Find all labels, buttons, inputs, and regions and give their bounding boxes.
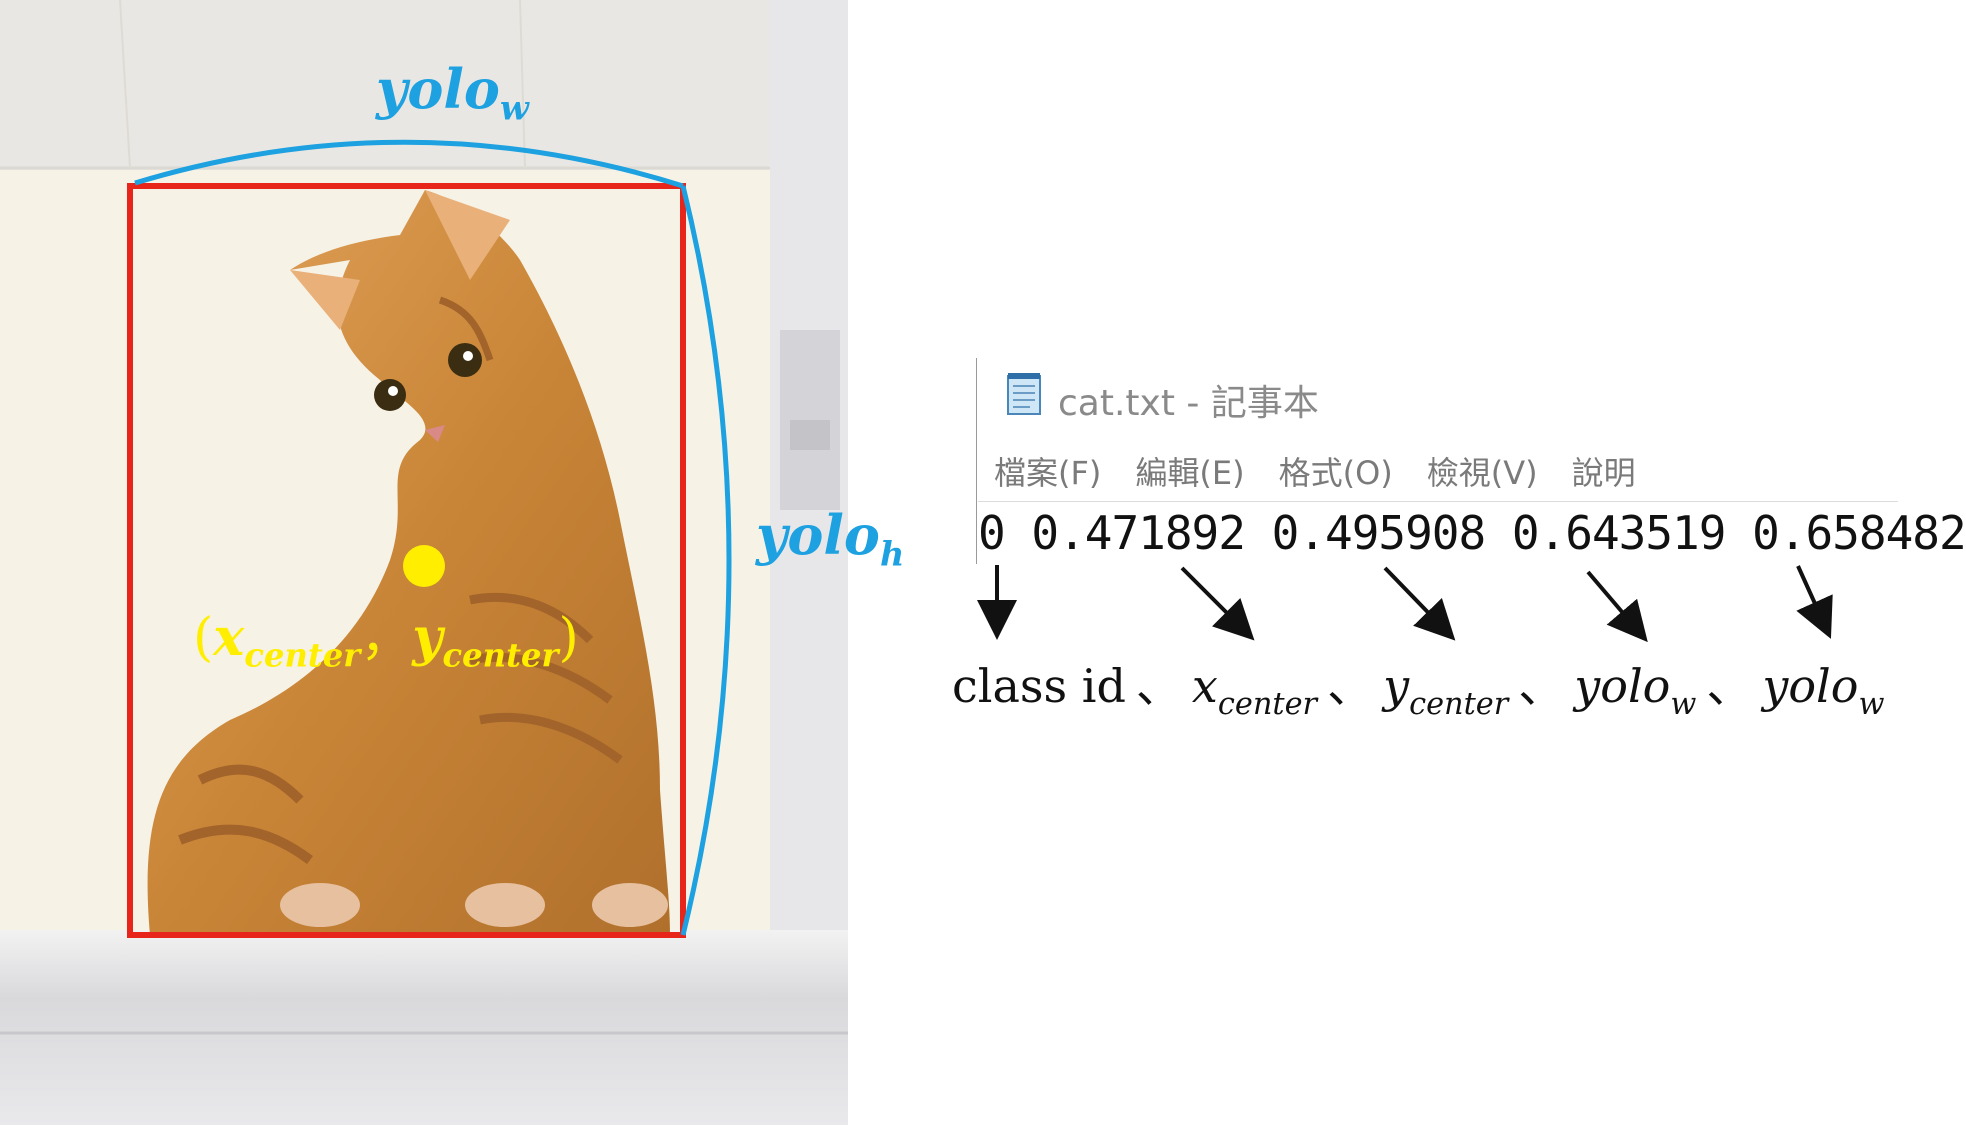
shelf [0,930,848,1125]
height-arc [680,185,732,936]
width-arc [134,139,684,189]
menu-file[interactable]: 檔案(F) [994,454,1102,492]
menu-view[interactable]: 檢視(V) [1426,454,1538,492]
cat-photo [0,0,848,1125]
yolo-h-label: yoloh [756,503,905,574]
bounding-box [127,183,686,938]
field-yolo-w-2: yolow [1762,659,1885,723]
menu-edit[interactable]: 編輯(E) [1135,454,1245,492]
field-class-id: class id [952,659,1126,713]
field-yolo-w: yolow [1574,659,1697,723]
notepad-window: cat.txt - 記事本 檔案(F) 編輯(E) 格式(O) 檢視(V) 說明… [976,358,1966,564]
window-edge [976,358,977,564]
text-content[interactable]: 0 0.471892 0.495908 0.643519 0.658482 [978,506,1966,560]
center-point [403,545,445,587]
field-x-center: xcenter [1191,659,1318,723]
yolo-w-label: yolow [376,57,529,128]
field-legend: class id、xcenter、ycenter、yolow、yolow [952,659,1885,723]
field-y-center: ycenter [1383,659,1509,723]
menu-format[interactable]: 格式(O) [1278,454,1393,492]
center-label: (xcenter，ycenter) [193,607,579,675]
notepad-icon [1007,373,1041,415]
arrow-y-center [1383,566,1456,641]
arrow-x-center [1180,566,1255,641]
window-title: cat.txt - 記事本 [1058,383,1319,424]
menu-help[interactable]: 說明 [1571,454,1636,492]
menu-divider [978,501,1898,502]
menu-bar: 檔案(F) 編輯(E) 格式(O) 檢視(V) 說明 [994,448,1636,494]
arrow-yolo-w-2 [1796,565,1833,639]
photo-scene [0,0,848,1125]
arrow-yolo-w [1586,570,1648,643]
